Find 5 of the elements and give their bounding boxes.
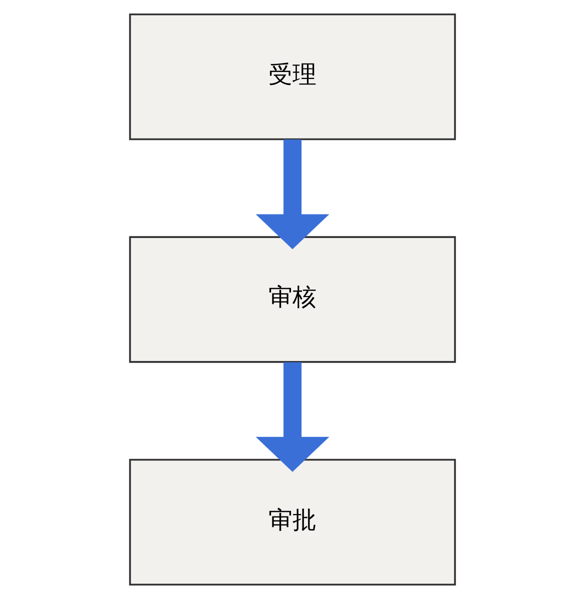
node-box: 审核 bbox=[128, 236, 456, 363]
arrow bbox=[255, 140, 329, 250]
arrow bbox=[255, 362, 329, 472]
node-box: 受理 bbox=[128, 14, 456, 140]
node-box: 审批 bbox=[128, 458, 456, 586]
